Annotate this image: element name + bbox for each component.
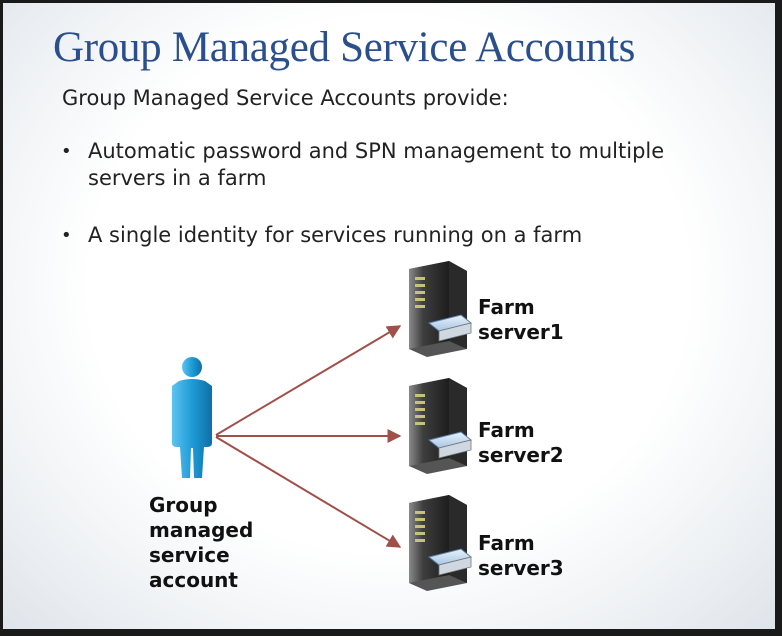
account-label-line: service — [149, 543, 230, 567]
account-label-line: account — [149, 568, 238, 592]
diagram — [172, 260, 472, 592]
server1-label: Farm server1 — [478, 295, 564, 345]
bullet-text-line: servers in a farm — [88, 166, 267, 190]
server-icon — [408, 494, 472, 592]
arrow-to-server1 — [215, 325, 402, 436]
slide-title: Group Managed Service Accounts — [53, 24, 636, 71]
server-icon — [408, 377, 472, 475]
account-label-line: Group — [149, 493, 218, 517]
account-label-line: managed — [149, 518, 254, 542]
person-icon — [172, 357, 212, 478]
arrow-to-server3 — [215, 436, 402, 548]
server-label-line: Farm — [478, 531, 535, 555]
account-label: Group managed service account — [149, 493, 253, 593]
slide-subtitle: Group Managed Service Accounts provide: — [62, 86, 509, 110]
server-icon — [408, 260, 472, 358]
server-label-line: Farm — [478, 295, 535, 319]
server-label-line: server2 — [478, 443, 564, 467]
bullet-item: • Automatic password and SPN management … — [58, 138, 758, 192]
bullet-item: • A single identity for services running… — [58, 222, 758, 249]
slide: Group Managed Service Accounts Group Man… — [3, 3, 775, 629]
bullet-text-line: Automatic password and SPN management to… — [88, 139, 665, 163]
bullet-text-line: A single identity for services running o… — [88, 223, 583, 247]
server3-label: Farm server3 — [478, 531, 564, 581]
server-label-line: Farm — [478, 418, 535, 442]
server2-label: Farm server2 — [478, 418, 564, 468]
bullet-list: • Automatic password and SPN management … — [58, 138, 758, 279]
server-label-line: server3 — [478, 556, 564, 580]
bullet-dot: • — [61, 141, 72, 162]
server-label-line: server1 — [478, 320, 564, 344]
bullet-dot: • — [61, 225, 72, 246]
